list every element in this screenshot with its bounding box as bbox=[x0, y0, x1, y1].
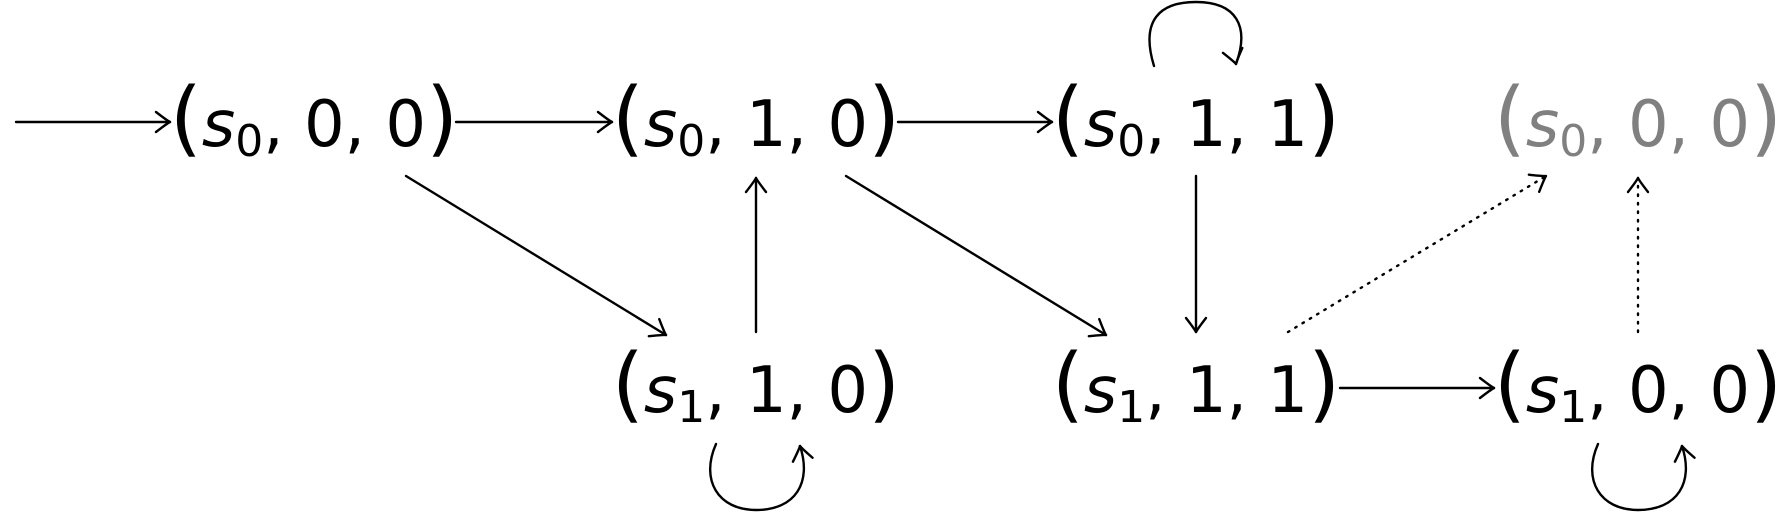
state-symbol: s bbox=[1526, 88, 1559, 162]
state-symbol: s bbox=[202, 88, 235, 162]
edge-n_s1_1_1-to-n_s1_0_0 bbox=[1338, 376, 1496, 400]
second-value: 0 bbox=[1709, 354, 1750, 428]
first-value: 1 bbox=[746, 354, 787, 428]
edge-self-loop-n_s1_0_0 bbox=[1591, 442, 1696, 512]
separator: , bbox=[1587, 88, 1628, 162]
state-symbol: s bbox=[1084, 88, 1117, 162]
arrowhead-icon bbox=[791, 444, 814, 463]
edge-n_s0_0_0-to-n_s0_1_0 bbox=[454, 110, 614, 134]
arrowhead-icon bbox=[1626, 176, 1650, 194]
state-subscript: 0 bbox=[677, 116, 705, 167]
state-symbol: s bbox=[1084, 354, 1117, 428]
separator: , bbox=[1145, 88, 1186, 162]
node-n-s1-1-1: (s1, 1, 1) bbox=[1052, 337, 1340, 433]
separator: , bbox=[787, 88, 828, 162]
close-paren: ) bbox=[1750, 337, 1778, 432]
separator: , bbox=[1227, 354, 1268, 428]
node-n-s0-0-0: (s0, 0, 0) bbox=[170, 71, 458, 167]
second-value: 0 bbox=[1709, 88, 1750, 162]
first-value: 1 bbox=[1186, 88, 1227, 162]
edge-n_s1_0_0-to-n_s0_0_0_gray bbox=[1626, 176, 1650, 334]
arrowhead-icon bbox=[1087, 317, 1108, 338]
second-value: 1 bbox=[1267, 354, 1308, 428]
open-paren: ( bbox=[1052, 71, 1084, 166]
node-n-s0-0-0-gray: (s0, 0, 0) bbox=[1494, 71, 1778, 167]
self-loop-line bbox=[1591, 442, 1687, 512]
separator: , bbox=[1587, 354, 1628, 428]
transition-line bbox=[404, 174, 668, 337]
second-value: 0 bbox=[827, 88, 868, 162]
arrowhead-icon bbox=[1036, 110, 1054, 134]
state-symbol: s bbox=[644, 354, 677, 428]
node-n-s0-1-0: (s0, 1, 0) bbox=[612, 71, 900, 167]
first-value: 0 bbox=[1628, 354, 1669, 428]
separator: , bbox=[1669, 354, 1710, 428]
nodes-layer: (s0, 0, 0)(s0, 1, 0)(s0, 1, 1)(s0, 0, 0)… bbox=[170, 71, 1778, 433]
state-symbol: s bbox=[644, 88, 677, 162]
close-paren: ) bbox=[1750, 71, 1778, 166]
arrowhead-icon bbox=[744, 176, 768, 194]
edge-n_s0_1_0-to-n_s0_1_1 bbox=[896, 110, 1054, 134]
second-value: 0 bbox=[385, 88, 426, 162]
state-subscript: 0 bbox=[1559, 116, 1587, 167]
open-paren: ( bbox=[612, 337, 644, 432]
arrowhead-icon bbox=[1478, 376, 1496, 400]
edge-n_s1_1_1-to-n_s0_0_0_gray bbox=[1286, 173, 1548, 334]
close-paren: ) bbox=[1308, 71, 1340, 166]
open-paren: ( bbox=[1494, 337, 1526, 432]
arrowhead-icon bbox=[647, 317, 668, 338]
arrowhead-icon bbox=[154, 110, 172, 134]
open-paren: ( bbox=[612, 71, 644, 166]
close-paren: ) bbox=[868, 71, 900, 166]
node-n-s1-0-0: (s1, 0, 0) bbox=[1494, 337, 1778, 433]
close-paren: ) bbox=[1308, 337, 1340, 432]
close-paren: ) bbox=[426, 71, 458, 166]
arrowhead-icon bbox=[596, 110, 614, 134]
first-value: 1 bbox=[1186, 354, 1227, 428]
separator: , bbox=[705, 354, 746, 428]
dotted-transition-line bbox=[1286, 174, 1548, 334]
arrowhead-icon bbox=[1184, 316, 1208, 334]
open-paren: ( bbox=[170, 71, 202, 166]
separator: , bbox=[1145, 354, 1186, 428]
edge-self-loop-n_s1_1_0 bbox=[709, 442, 814, 512]
state-subscript: 0 bbox=[1117, 116, 1145, 167]
state-subscript: 1 bbox=[677, 382, 705, 433]
separator: , bbox=[345, 88, 386, 162]
close-paren: ) bbox=[868, 337, 900, 432]
second-value: 1 bbox=[1267, 88, 1308, 162]
self-loop-line bbox=[1148, 0, 1243, 68]
arrowhead-icon bbox=[1673, 444, 1696, 463]
separator: , bbox=[787, 354, 828, 428]
edge-n_s1_1_0-to-n_s0_1_0 bbox=[744, 176, 768, 334]
open-paren: ( bbox=[1052, 337, 1084, 432]
edge-n_s0_1_0-to-n_s1_1_1 bbox=[844, 174, 1108, 338]
arrowhead-icon bbox=[1221, 46, 1244, 66]
state-subscript: 1 bbox=[1559, 382, 1587, 433]
edges-layer bbox=[14, 0, 1696, 512]
node-n-s0-1-1: (s0, 1, 1) bbox=[1052, 71, 1340, 167]
arrowhead-icon bbox=[1527, 173, 1548, 194]
state-subscript: 0 bbox=[235, 116, 263, 167]
state-subscript: 1 bbox=[1117, 382, 1145, 433]
separator: , bbox=[1669, 88, 1710, 162]
node-n-s1-1-0: (s1, 1, 0) bbox=[612, 337, 900, 433]
edge-start-to-n_s0_0_0 bbox=[14, 110, 172, 134]
state-symbol: s bbox=[1526, 354, 1559, 428]
edge-self-loop-n_s0_1_1 bbox=[1148, 0, 1244, 68]
transition-line bbox=[844, 174, 1108, 337]
open-paren: ( bbox=[1494, 71, 1526, 166]
first-value: 1 bbox=[746, 88, 787, 162]
separator: , bbox=[705, 88, 746, 162]
edge-n_s0_0_0-to-n_s1_1_0 bbox=[404, 174, 668, 338]
separator: , bbox=[263, 88, 304, 162]
self-loop-line bbox=[709, 442, 805, 512]
second-value: 0 bbox=[827, 354, 868, 428]
edge-n_s0_1_1-to-n_s1_1_1 bbox=[1184, 174, 1208, 334]
first-value: 0 bbox=[1628, 88, 1669, 162]
first-value: 0 bbox=[304, 88, 345, 162]
separator: , bbox=[1227, 88, 1268, 162]
